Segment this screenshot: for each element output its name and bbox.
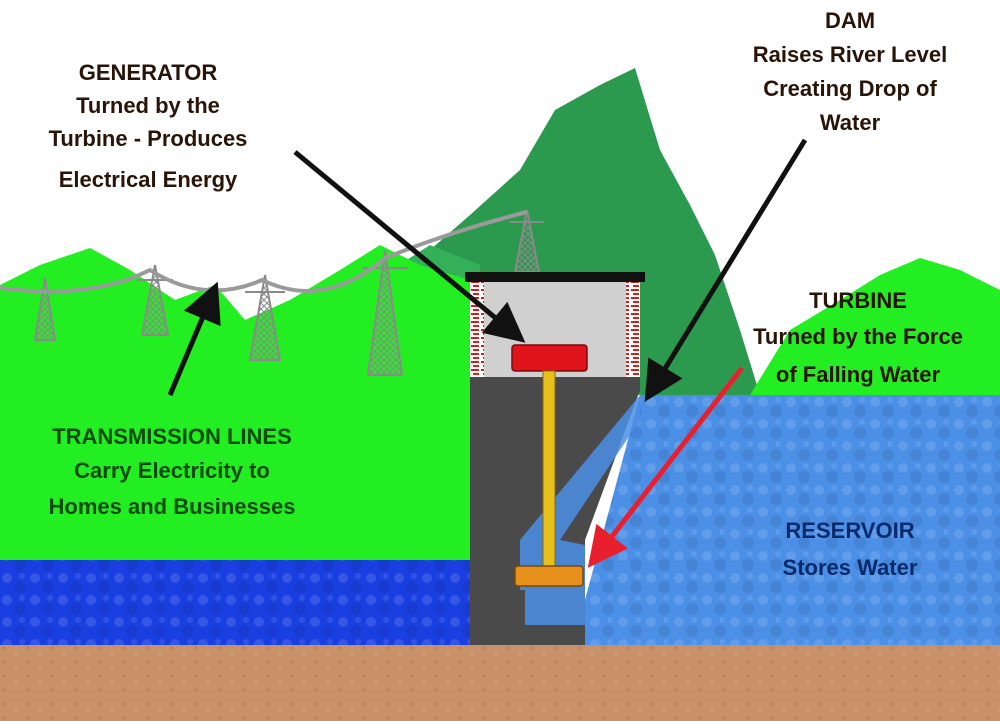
reservoir-line1: Stores Water: [783, 555, 918, 580]
dam-line2: Creating Drop of: [763, 76, 937, 101]
turbine-label: TURBINE Turned by the Force of Falling W…: [753, 288, 963, 387]
transmission-line2: Homes and Businesses: [49, 494, 296, 519]
turbine-line2: of Falling Water: [776, 362, 941, 387]
transmission-arrow: [167, 281, 221, 396]
turbine-line1: Turned by the Force: [753, 324, 963, 349]
transmission-title: TRANSMISSION LINES: [52, 424, 292, 449]
right-hill: [750, 258, 1000, 395]
transmission-label: TRANSMISSION LINES Carry Electricity to …: [49, 424, 296, 519]
turbine-arrow: [587, 366, 744, 568]
generator-line2: Turbine - Produces: [49, 126, 248, 151]
generator-title: GENERATOR: [79, 60, 218, 85]
powerhouse-roof: [465, 272, 645, 282]
reservoir-title: RESERVOIR: [785, 518, 914, 543]
turbine-icon: [514, 565, 584, 587]
generator-label: GENERATOR Turned by the Turbine - Produc…: [49, 60, 248, 192]
generator-line3: Electrical Energy: [59, 167, 238, 192]
generator-line1: Turned by the: [76, 93, 220, 118]
transmission-line1: Carry Electricity to: [74, 458, 270, 483]
green-hills: [0, 245, 470, 560]
reservoir-texture: [585, 395, 1000, 645]
ground-texture: [0, 645, 1000, 721]
generator-icon: [511, 344, 588, 372]
turbine-title: TURBINE: [809, 288, 907, 313]
reservoir-label: RESERVOIR Stores Water: [783, 518, 918, 580]
dam-line3: Water: [820, 110, 881, 135]
dam-title: DAM: [825, 8, 875, 33]
river-texture: [0, 560, 470, 645]
dam-label: DAM Raises River Level Creating Drop of …: [753, 8, 947, 135]
powerhouse-wall-right: [626, 282, 640, 377]
power-cables: [0, 210, 528, 294]
dam-line1: Raises River Level: [753, 42, 947, 67]
transmission-tower-icon: [245, 274, 285, 361]
turbine-shaft: [542, 370, 556, 567]
generator-arrow: [293, 150, 526, 343]
dam-arrow: [644, 138, 808, 403]
